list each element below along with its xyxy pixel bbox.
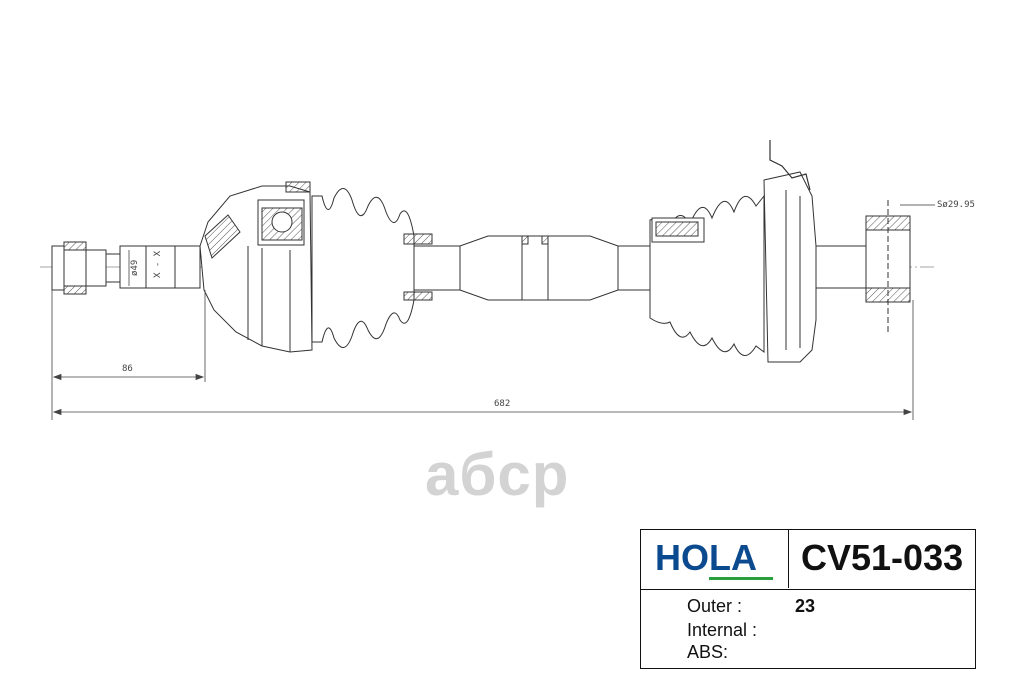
spec-label-internal: Internal : xyxy=(687,620,758,640)
spec-value-outer: 23 xyxy=(795,596,816,616)
outer-stub-shaft xyxy=(815,245,867,289)
watermark-logo: aбcp xyxy=(425,441,570,508)
inner-boot xyxy=(311,188,415,348)
part-number: CV51-033 xyxy=(801,537,964,578)
spline-label: Sø29.95 xyxy=(937,200,975,210)
brand-logo: HOLA xyxy=(655,537,757,578)
total-length-label: 682 xyxy=(494,399,510,409)
inner-spline xyxy=(105,253,121,283)
spec-header: HOLA CV51-033 xyxy=(641,530,975,590)
abs-bracket xyxy=(769,140,811,191)
brand-underline xyxy=(709,577,773,580)
inner-length-label: 86 xyxy=(122,364,133,374)
damper-ring xyxy=(521,235,549,301)
spec-table: HOLA CV51-033 Outer : 23 Internal : ABS: xyxy=(640,529,976,669)
outer-cv-housing xyxy=(763,171,817,363)
brand-cell: HOLA xyxy=(641,530,789,588)
shaft-assembly xyxy=(51,140,935,363)
dimension-lines xyxy=(51,250,914,420)
spec-label-abs: ABS: xyxy=(687,642,729,662)
spec-label-outer: Outer : xyxy=(687,596,743,616)
section-label: X - X xyxy=(153,250,163,278)
inner-nut xyxy=(51,245,65,291)
diameter-label: ø49 xyxy=(130,260,140,276)
